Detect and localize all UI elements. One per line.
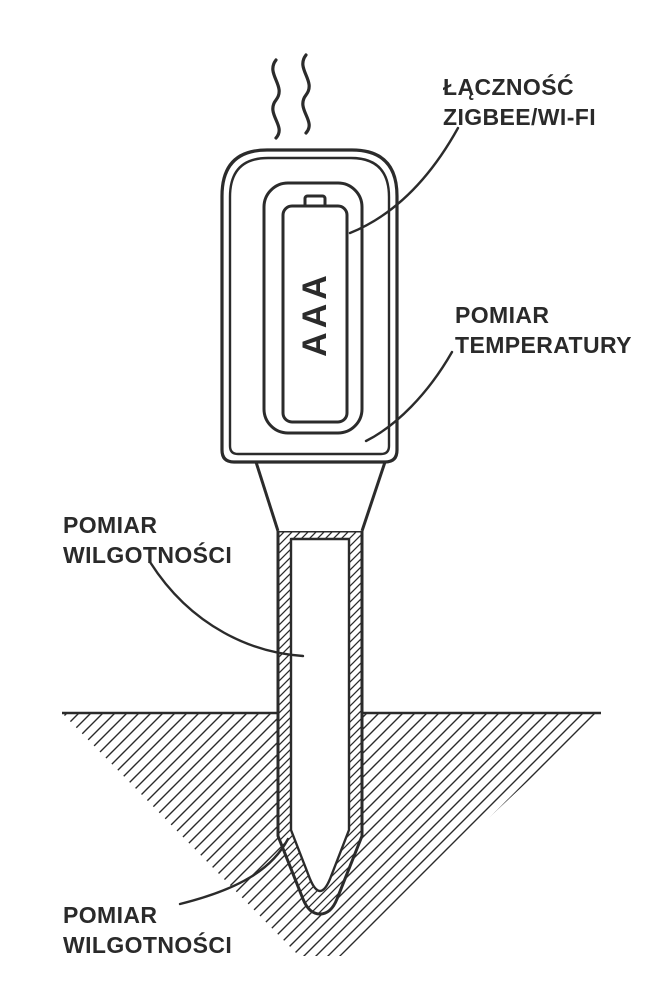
leader-line-connectivity bbox=[348, 126, 460, 235]
signal-wave-left bbox=[271, 58, 281, 140]
battery-size-label: AAA bbox=[296, 271, 334, 357]
leader-line-moisture-lower bbox=[178, 837, 290, 906]
probe-outer-outline bbox=[276, 529, 364, 916]
signal-wave-right bbox=[301, 53, 311, 135]
leader-lines bbox=[148, 126, 460, 906]
neck-fill bbox=[256, 462, 385, 531]
label-moisture-upper-line1: POMIAR bbox=[63, 512, 158, 538]
probe-inner-outline bbox=[289, 537, 351, 893]
signal-waves-icon bbox=[271, 53, 311, 140]
label-temperature-line2: TEMPERATURY bbox=[455, 332, 632, 358]
device-head: AAA bbox=[220, 148, 399, 464]
leader-line-moisture-upper bbox=[148, 560, 305, 658]
device-neck bbox=[254, 461, 387, 532]
neck-right-edge bbox=[360, 461, 387, 532]
label-moisture-lower-line1: POMIAR bbox=[63, 902, 158, 928]
probe-wall-hatching bbox=[278, 531, 362, 914]
battery-body bbox=[281, 204, 349, 424]
label-moisture-lower-line2: WILGOTNOŚCI bbox=[63, 932, 233, 958]
label-moisture-upper-line2: WILGOTNOŚCI bbox=[63, 542, 233, 568]
label-connectivity-line2: ZIGBEE/WI-FI bbox=[443, 104, 597, 130]
label-connectivity: ŁĄCZNOŚĆ ZIGBEE/WI-FI bbox=[443, 72, 596, 132]
label-temperature: POMIAR TEMPERATURY bbox=[455, 300, 632, 360]
probe-shaft bbox=[276, 529, 364, 916]
label-temperature-line1: POMIAR bbox=[455, 302, 550, 328]
label-moisture-lower: POMIAR WILGOTNOŚCI bbox=[63, 900, 232, 960]
label-moisture-upper: POMIAR WILGOTNOŚCI bbox=[63, 510, 232, 570]
neck-left-edge bbox=[254, 461, 280, 532]
label-connectivity-line1: ŁĄCZNOŚĆ bbox=[443, 74, 574, 100]
head-inner-outline bbox=[228, 156, 391, 456]
leader-line-temperature bbox=[364, 350, 454, 443]
